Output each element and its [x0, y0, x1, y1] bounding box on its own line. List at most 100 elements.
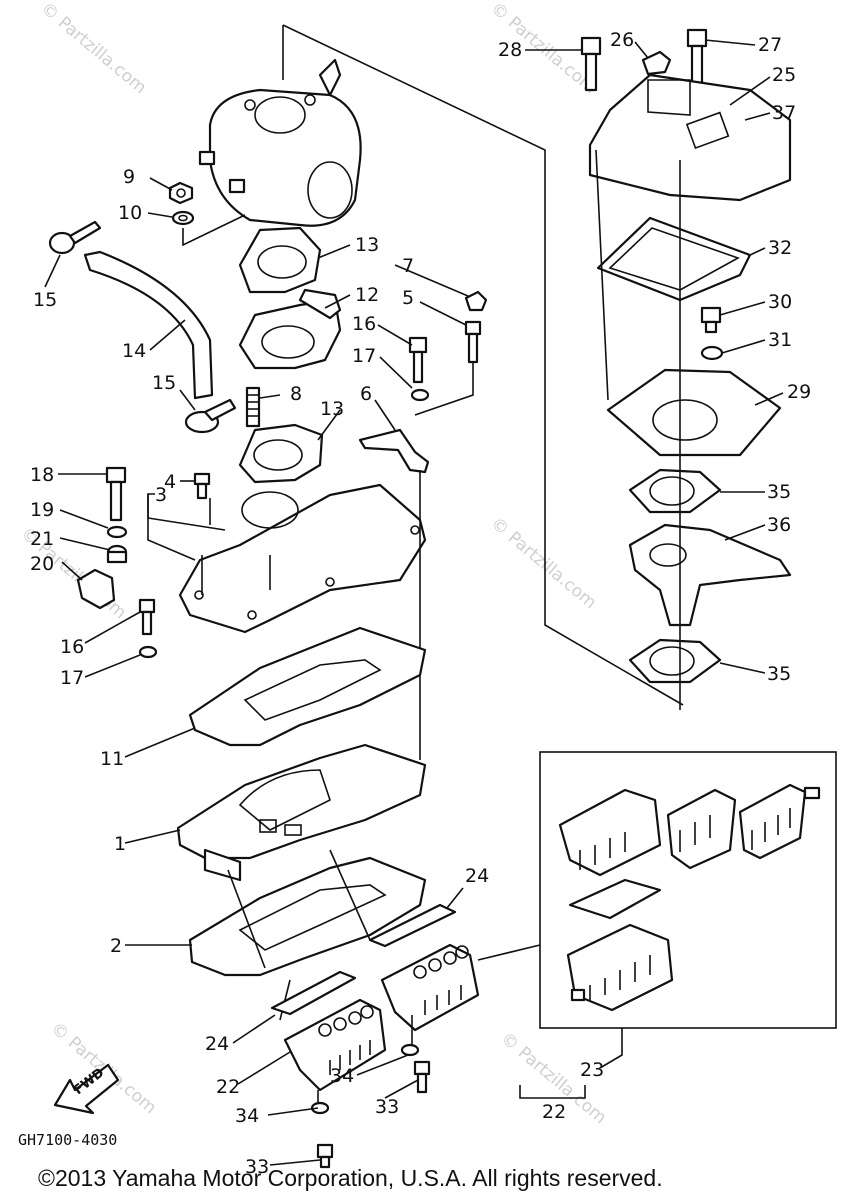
callout-9: 9 — [123, 166, 135, 188]
gasket-2 — [188, 856, 427, 977]
bolt-33-left — [316, 1143, 334, 1169]
callout-25: 25 — [772, 64, 796, 86]
callout-32: 32 — [768, 237, 792, 259]
diagram-code: GH7100-4030 — [18, 1131, 117, 1149]
hose-clamp-15-lower — [184, 398, 237, 434]
washer-31 — [700, 345, 724, 361]
callout-13-middle: 13 — [320, 398, 344, 420]
gasket-11 — [188, 626, 427, 747]
gasket-13-top — [238, 226, 322, 294]
callout-36: 36 — [767, 514, 791, 536]
callout-23: 23 — [580, 1059, 604, 1081]
hose-clamp-15-top — [48, 220, 102, 255]
reed-gasket-24-right — [368, 903, 457, 948]
intake-adapter — [178, 483, 427, 634]
callout-30: 30 — [768, 291, 792, 313]
callout-26: 26 — [610, 29, 634, 51]
bolt-16-lower — [138, 598, 156, 636]
stud-8 — [245, 386, 261, 428]
callout-29: 29 — [787, 381, 811, 403]
callout-28: 28 — [498, 39, 522, 61]
callout-2: 2 — [110, 935, 122, 957]
bracket-36 — [628, 523, 792, 627]
collar-21 — [106, 544, 128, 564]
callout-11: 11 — [100, 748, 124, 770]
callout-4: 4 — [164, 471, 176, 493]
reed-gasket-24-left — [270, 970, 357, 1016]
cap-7 — [464, 290, 488, 312]
cover-25 — [588, 73, 792, 202]
nut-9 — [168, 181, 194, 205]
washer-17-upper — [410, 388, 430, 402]
bolt-30 — [700, 306, 722, 334]
carburetor-body — [198, 58, 362, 227]
callout-35-bottom: 35 — [767, 663, 791, 685]
bolt-28 — [580, 36, 602, 92]
callout-27: 27 — [758, 34, 782, 56]
reed-valve-22-left — [283, 998, 387, 1092]
leader-lines — [44, 39, 784, 1166]
copyright-text: ©2013 Yamaha Motor Corporation, U.S.A. A… — [38, 1165, 663, 1191]
washer-34-right — [400, 1043, 420, 1057]
callout-14: 14 — [122, 340, 146, 362]
watermark: © Partzilla.com — [487, 514, 600, 614]
callout-18: 18 — [30, 464, 54, 486]
callout-6: 6 — [360, 383, 372, 405]
housing-1 — [176, 743, 427, 882]
inset-reed-assembly — [539, 751, 837, 1029]
callout-3: 3 — [155, 484, 167, 506]
callout-15-top: 15 — [33, 289, 57, 311]
washer-34-left — [310, 1101, 330, 1115]
gasket-32 — [596, 216, 752, 302]
callout-24-left: 24 — [205, 1033, 229, 1055]
watermark: © Partzilla.com — [37, 0, 150, 98]
insulator-12 — [238, 288, 342, 370]
callout-35-top: 35 — [767, 481, 791, 503]
assembly-frame — [282, 24, 684, 706]
hose-14 — [83, 250, 214, 400]
washer-19 — [106, 525, 128, 539]
callout-16-upper: 16 — [352, 313, 376, 335]
callout-10: 10 — [118, 202, 142, 224]
reed-valve-22-right — [380, 943, 480, 1032]
callout-24-right: 24 — [465, 865, 489, 887]
bolt-18 — [105, 466, 127, 522]
callout-16-lower: 16 — [60, 636, 84, 658]
washer-10 — [171, 210, 195, 226]
callout-8: 8 — [290, 383, 302, 405]
callout-33-right: 33 — [375, 1096, 399, 1118]
callout-19: 19 — [30, 499, 54, 521]
callout-20: 20 — [30, 553, 54, 575]
gasket-13-middle — [238, 423, 324, 484]
bolt-27 — [686, 28, 708, 92]
bracket-6 — [358, 428, 430, 474]
fwd-arrow-icon: FWD — [53, 1063, 120, 1115]
callout-21: 21 — [30, 528, 54, 550]
callout-7: 7 — [402, 255, 414, 277]
callout-17-lower: 17 — [60, 667, 84, 689]
cap-26 — [641, 50, 672, 76]
fitting-5 — [464, 320, 482, 364]
base-29 — [606, 368, 782, 457]
callout-34-right: 34 — [330, 1065, 354, 1087]
fitting-20 — [76, 568, 116, 610]
callout-labels: 1 2 3 4 5 6 7 8 9 10 11 12 13 13 14 15 1… — [30, 29, 811, 1178]
callout-22-left: 22 — [216, 1076, 240, 1098]
callout-5: 5 — [402, 287, 414, 309]
washer-17-lower — [138, 645, 158, 659]
callout-22-bottom: 22 — [542, 1101, 566, 1123]
gasket-35-bottom — [628, 638, 722, 684]
callout-12: 12 — [355, 284, 379, 306]
callout-37: 37 — [772, 102, 796, 124]
callout-34-left: 34 — [235, 1105, 259, 1127]
callout-15-lower: 15 — [152, 372, 176, 394]
fitting-4 — [193, 472, 211, 500]
bolt-33-right — [413, 1060, 431, 1094]
callout-33-left: 33 — [245, 1156, 269, 1178]
callout-1: 1 — [114, 833, 126, 855]
callout-17-upper: 17 — [352, 345, 376, 367]
callout-31: 31 — [768, 329, 792, 351]
callout-13-top: 13 — [355, 234, 379, 256]
bolt-16-upper — [408, 336, 428, 384]
